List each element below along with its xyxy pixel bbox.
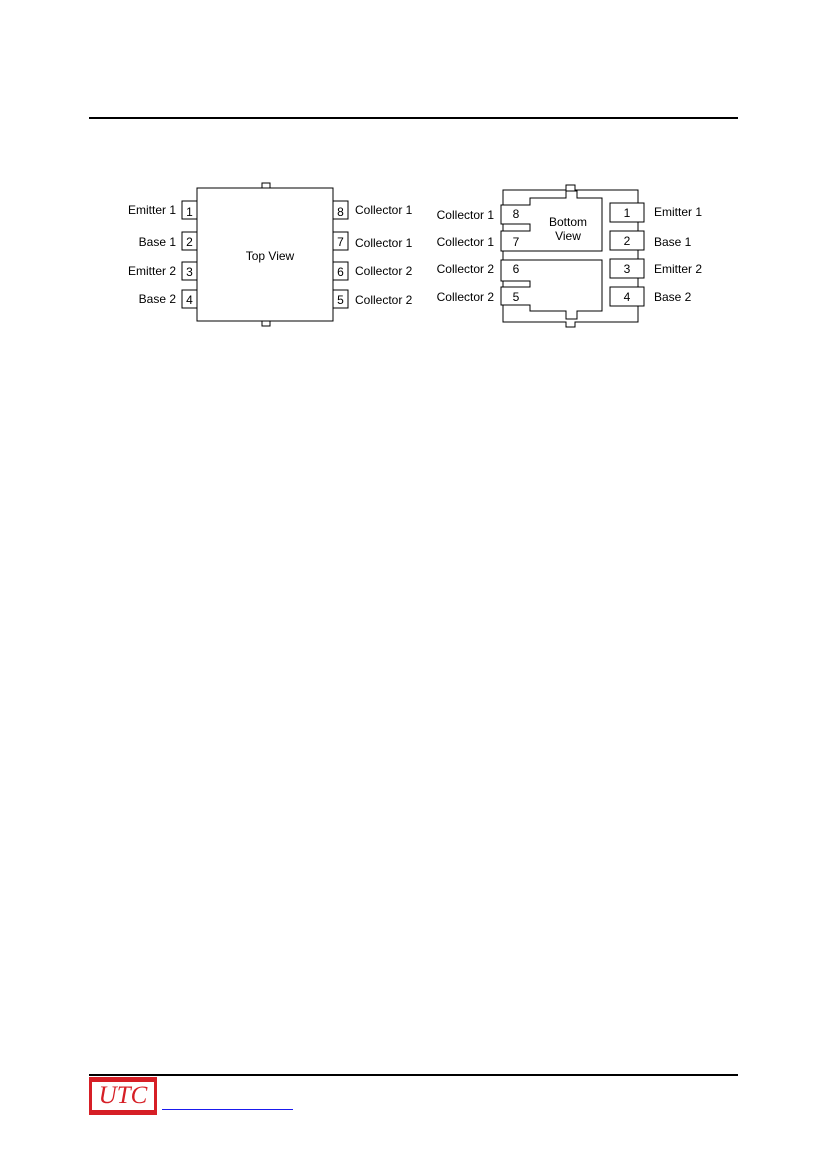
top-left-pin-name-4: Base 2: [139, 292, 177, 306]
top-view-tab-top: [261, 182, 271, 189]
footer-website-link[interactable]: [162, 1095, 293, 1110]
bottom-pin-box-4: [609, 286, 645, 307]
top-left-pin-name-3: Emitter 2: [128, 264, 176, 278]
top-right-pin-name-6: Collector 2: [355, 264, 413, 278]
header-rule: [89, 117, 738, 119]
top-right-pin-number-8: 8: [337, 205, 344, 219]
bottom-left-pin-number-7: 7: [513, 235, 520, 249]
top-right-pin-name-5: Collector 2: [355, 293, 413, 307]
footer-rule: [89, 1074, 738, 1076]
bottom-pin-box-3: [609, 258, 645, 279]
top-pin-box-6: [332, 261, 349, 281]
bottom-view-label-line1: Bottom: [549, 215, 587, 229]
bottom-upper-pad: [500, 190, 603, 252]
bottom-pin-box-2: [609, 230, 645, 251]
top-left-pin-number-3: 3: [186, 265, 193, 279]
top-right-pin-number-7: 7: [337, 235, 344, 249]
top-pin-box-8: [332, 200, 349, 220]
bottom-right-pin-number-3: 3: [624, 262, 631, 276]
top-view-label: Top View: [246, 249, 295, 263]
bottom-left-pin-number-5: 5: [513, 290, 520, 304]
bottom-right-pin-name-2: Base 1: [654, 235, 692, 249]
top-left-pin-name-2: Base 1: [139, 235, 177, 249]
top-pin-box-1: [181, 200, 198, 220]
bottom-right-pin-number-4: 4: [624, 290, 631, 304]
bottom-left-pin-number-8: 8: [513, 207, 520, 221]
utc-logo: UTC: [89, 1077, 157, 1115]
top-view-tab-bottom: [261, 320, 271, 327]
bottom-right-pin-number-1: 1: [624, 206, 631, 220]
bottom-pin-box-1: [609, 202, 645, 223]
bottom-right-pin-number-2: 2: [624, 234, 631, 248]
top-pin-box-4: [181, 289, 198, 309]
bottom-left-pin-name-7: Collector 1: [437, 235, 495, 249]
top-view-body: [196, 187, 334, 322]
bottom-lower-pad: [500, 259, 603, 320]
bottom-left-pin-name-6: Collector 2: [437, 262, 495, 276]
bottom-view-package: [500, 184, 645, 328]
top-left-pin-number-1: 1: [186, 205, 193, 219]
top-left-pin-name-1: Emitter 1: [128, 203, 176, 217]
top-right-pin-name-7: Collector 1: [355, 236, 413, 250]
top-left-pin-number-4: 4: [186, 293, 193, 307]
bottom-left-pin-number-6: 6: [513, 262, 520, 276]
bottom-left-pin-name-5: Collector 2: [437, 290, 495, 304]
bottom-right-pin-name-1: Emitter 1: [654, 205, 702, 219]
bottom-view-label-line2: View: [555, 229, 581, 243]
top-left-pin-number-2: 2: [186, 235, 193, 249]
pin-configuration-diagram: Top View Emitter 1 1 Base 1 2 Emitter 2 …: [128, 182, 702, 328]
top-right-pin-number-5: 5: [337, 293, 344, 307]
bottom-left-pin-name-8: Collector 1: [437, 208, 495, 222]
top-pin-box-7: [332, 231, 349, 251]
bottom-right-pin-name-4: Base 2: [654, 290, 692, 304]
top-pin-box-2: [181, 231, 198, 251]
top-view-package: [181, 182, 349, 327]
top-pin-box-5: [332, 289, 349, 309]
utc-logo-text: UTC: [92, 1082, 154, 1110]
top-right-pin-name-8: Collector 1: [355, 203, 413, 217]
top-right-pin-number-6: 6: [337, 265, 344, 279]
bottom-right-pin-name-3: Emitter 2: [654, 262, 702, 276]
top-pin-box-3: [181, 261, 198, 281]
